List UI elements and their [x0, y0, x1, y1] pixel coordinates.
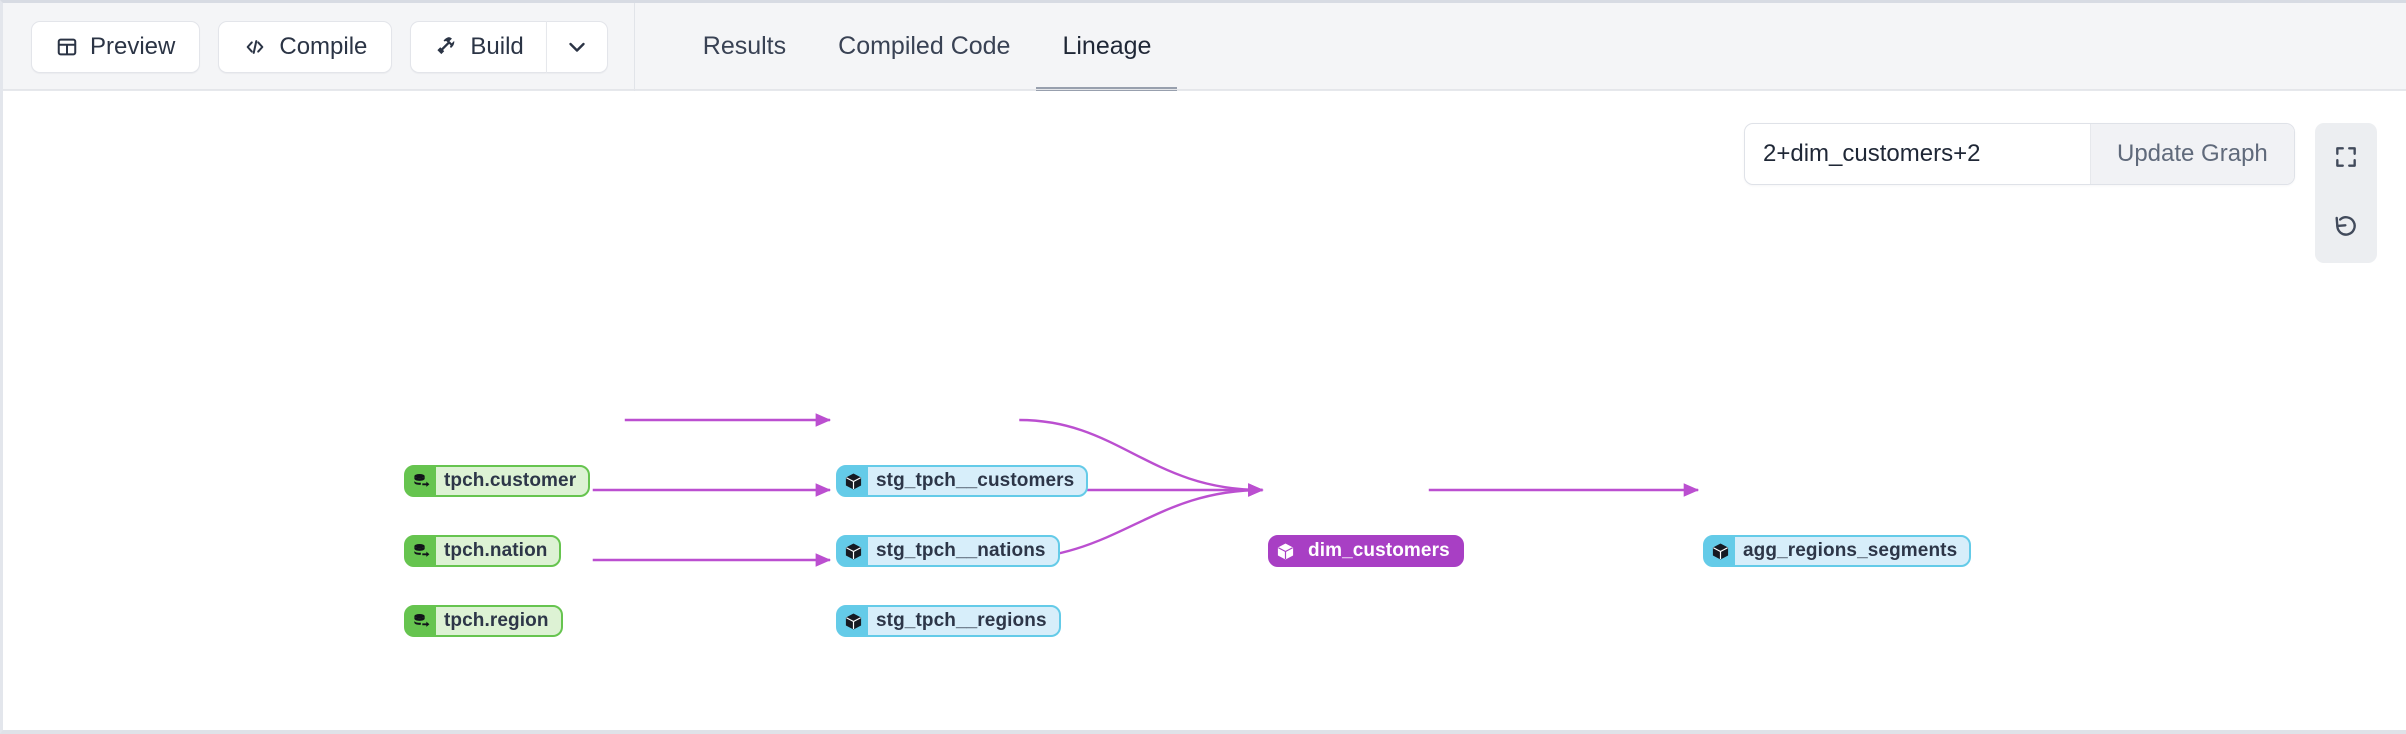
update-graph-button[interactable]: Update Graph — [2090, 124, 2294, 184]
lineage-selector-bar: Update Graph — [1744, 123, 2295, 185]
table-icon — [56, 36, 78, 58]
node-label: dim_customers — [1300, 537, 1462, 565]
cube-model-icon — [838, 607, 868, 635]
cube-model-icon — [838, 537, 868, 565]
database-source-icon — [406, 467, 436, 495]
header-underline — [3, 89, 2406, 90]
tab-compiled-code[interactable]: Compiled Code — [812, 3, 1036, 91]
database-source-icon — [406, 537, 436, 565]
build-button[interactable]: Build — [410, 20, 546, 73]
node-tpch-nation[interactable]: tpch.nation — [404, 535, 562, 567]
action-toolbar: Preview Compile — [3, 3, 608, 91]
fullscreen-button[interactable] — [2315, 123, 2377, 193]
node-label: stg_tpch__regions — [868, 607, 1059, 635]
cube-model-icon — [838, 467, 868, 495]
preview-button[interactable]: Preview — [31, 20, 201, 73]
node-dim-customers[interactable]: dim_customers — [1268, 535, 1464, 567]
cube-model-icon — [1270, 537, 1300, 565]
tab-lineage[interactable]: Lineage — [1036, 3, 1178, 91]
preview-label: Preview — [90, 32, 176, 60]
node-label: stg_tpch__customers — [868, 467, 1087, 495]
hammer-icon — [435, 35, 458, 58]
lineage-graph: tpch.customer tpch.nation — [3, 91, 2406, 730]
tab-lineage-label: Lineage — [1062, 32, 1152, 60]
tab-results[interactable]: Results — [677, 3, 812, 91]
compile-label: Compile — [279, 32, 368, 60]
code-icon — [243, 36, 267, 58]
node-agg-regions-segments[interactable]: agg_regions_segments — [1703, 535, 1972, 567]
toolbar-divider — [633, 2, 635, 91]
build-split-button: Build — [410, 20, 608, 73]
node-stg-tpch-regions[interactable]: stg_tpch__regions — [836, 605, 1061, 637]
build-label: Build — [470, 32, 524, 60]
node-label: tpch.customer — [436, 467, 589, 495]
build-dropdown-button[interactable] — [545, 20, 608, 73]
node-label: tpch.region — [436, 607, 561, 635]
compile-button[interactable]: Compile — [218, 20, 393, 73]
tab-compiled-code-label: Compiled Code — [838, 32, 1011, 60]
node-label: tpch.nation — [436, 537, 560, 565]
update-graph-label: Update Graph — [2117, 140, 2268, 167]
result-tabs: Results Compiled Code Lineage — [677, 3, 1178, 91]
node-stg-tpch-customers[interactable]: stg_tpch__customers — [836, 465, 1089, 497]
canvas-controls — [2315, 123, 2377, 263]
node-label: agg_regions_segments — [1735, 537, 1970, 565]
reset-icon — [2333, 214, 2359, 243]
chevron-down-icon — [565, 35, 589, 59]
node-stg-tpch-nations[interactable]: stg_tpch__nations — [836, 535, 1060, 567]
node-tpch-customer[interactable]: tpch.customer — [404, 465, 591, 497]
lineage-canvas[interactable]: tpch.customer tpch.nation — [3, 91, 2406, 730]
edge-stg-customers-to-dim — [1019, 418, 1264, 497]
node-tpch-region[interactable]: tpch.region — [404, 605, 563, 637]
database-source-icon — [406, 607, 436, 635]
expand-icon — [2333, 144, 2359, 173]
node-label: stg_tpch__nations — [868, 537, 1058, 565]
model-selector-input[interactable] — [1745, 124, 2090, 184]
reset-graph-button[interactable] — [2315, 193, 2377, 263]
tab-results-label: Results — [702, 32, 787, 60]
panel-header: Preview Compile — [3, 2, 2406, 91]
cube-model-icon — [1705, 537, 1735, 565]
